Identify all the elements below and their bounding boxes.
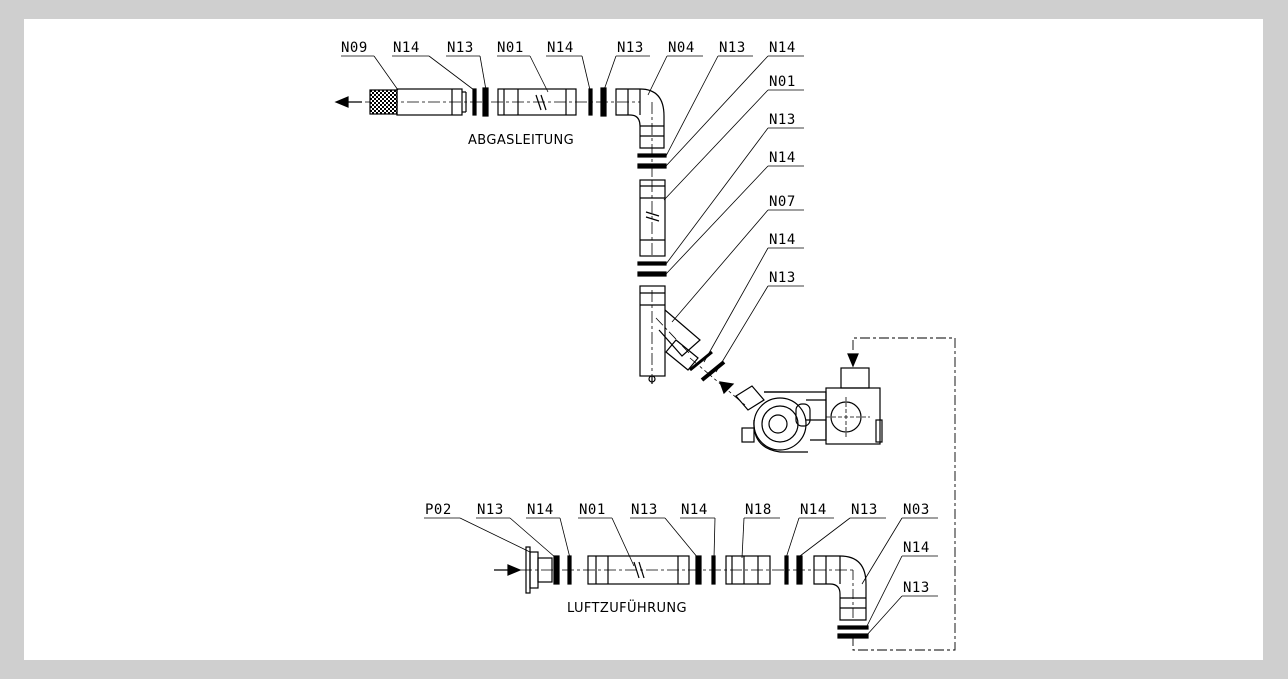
pipe-n01-bottom [587, 555, 690, 585]
label-n13: N13 [447, 40, 474, 56]
pipe-n18 [725, 555, 771, 585]
label-n18: N18 [745, 502, 772, 518]
label-n13: N13 [617, 40, 644, 56]
exhaust-line [334, 87, 746, 406]
label-n01: N01 [579, 502, 606, 518]
air-supply-caption: LUFTZUFÜHRUNG [567, 599, 687, 616]
pipe-n01-vertical [639, 179, 666, 257]
part-labels-exhaust: N09 N14 N13 N01 N14 N13 N04 N13 N14 N01 … [341, 40, 796, 286]
label-n13: N13 [769, 270, 796, 286]
label-n14: N14 [681, 502, 708, 518]
label-n14: N14 [547, 40, 574, 56]
label-n01: N01 [497, 40, 524, 56]
wall-plate-p02 [525, 546, 553, 594]
terminal-n09 [369, 88, 467, 116]
label-n13: N13 [719, 40, 746, 56]
boiler-unit [735, 367, 883, 453]
label-n09: N09 [341, 40, 368, 56]
label-p02: P02 [425, 502, 452, 518]
air-inlet-arrow [494, 564, 522, 576]
leader-lines [341, 55, 938, 637]
label-n14: N14 [769, 232, 796, 248]
label-n13: N13 [769, 112, 796, 128]
label-n13: N13 [851, 502, 878, 518]
label-n14: N14 [393, 40, 420, 56]
elbow-n03 [813, 555, 867, 621]
label-n14: N14 [769, 150, 796, 166]
label-n04: N04 [668, 40, 695, 56]
label-n13: N13 [903, 580, 930, 596]
label-n01: N01 [769, 74, 796, 90]
label-n03: N03 [903, 502, 930, 518]
label-n13: N13 [477, 502, 504, 518]
exhaust-line-caption: ABGASLEITUNG [468, 133, 574, 148]
label-n13: N13 [631, 502, 658, 518]
pipe-n01-top [497, 88, 577, 116]
label-n07: N07 [769, 194, 796, 210]
label-n14: N14 [769, 40, 796, 56]
air-connection-path [847, 337, 956, 651]
label-n14: N14 [903, 540, 930, 556]
part-labels-air: P02 N13 N14 N01 N13 N14 N18 N14 N13 N03 … [425, 502, 930, 596]
exhaust-outlet-arrow [334, 96, 362, 108]
label-n14: N14 [800, 502, 827, 518]
air-supply-line [494, 546, 869, 639]
label-n14: N14 [527, 502, 554, 518]
tee-n07 [639, 285, 701, 384]
